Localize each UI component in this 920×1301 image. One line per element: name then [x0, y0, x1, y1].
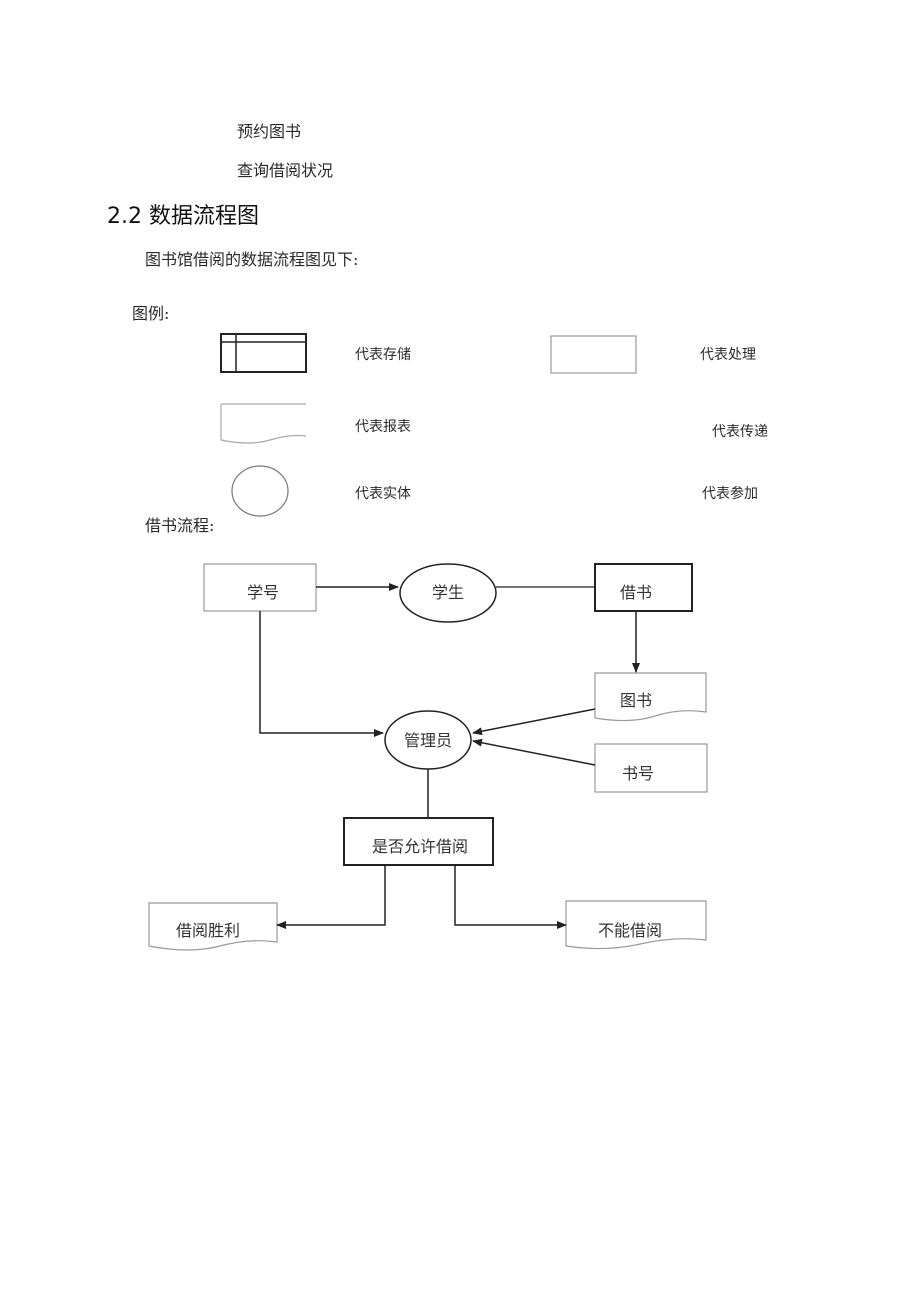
node-decision: [343, 817, 494, 866]
legend-label-entity: 代表实体: [355, 486, 411, 502]
node-book: [594, 672, 707, 722]
legend-symbol-report: [220, 403, 307, 444]
legend-symbol-storage: [220, 333, 307, 373]
label-decision: 是否允许借阅: [372, 837, 468, 856]
list-item-reserve: 预约图书: [237, 122, 302, 141]
edge-decision-denied: [454, 865, 567, 929]
edge-studentid-admin: [259, 611, 384, 737]
label-borrow: 借书: [620, 583, 652, 602]
edge-bookno-admin: [472, 738, 596, 766]
label-admin: 管理员: [404, 731, 452, 750]
legend-label-join: 代表参加: [702, 486, 758, 502]
section-heading: 2.2 数据流程图: [107, 204, 259, 229]
legend-label-process: 代表处理: [700, 347, 756, 363]
legend-label-report: 代表报表: [355, 419, 411, 435]
legend-label-transfer: 代表传递: [712, 424, 768, 440]
edge-decision-success: [276, 865, 386, 929]
list-item-query: 查询借阅状况: [237, 161, 334, 180]
label-denied: 不能借阅: [598, 921, 662, 940]
legend-symbol-entity: [231, 465, 289, 517]
legend-symbol-process: [550, 335, 637, 374]
legend-label-storage: 代表存储: [355, 347, 411, 363]
legend-title: 图例:: [132, 304, 170, 323]
label-success: 借阅胜利: [176, 921, 240, 940]
label-book: 图书: [620, 691, 652, 710]
node-success: [148, 902, 278, 951]
node-denied: [565, 900, 707, 950]
flow-title: 借书流程:: [145, 516, 215, 535]
label-student-id: 学号: [247, 583, 279, 602]
node-book-no: [594, 743, 708, 793]
section-intro: 图书馆借阅的数据流程图见下:: [145, 250, 359, 269]
label-student: 学生: [432, 583, 464, 602]
edge-book-admin: [472, 708, 596, 736]
label-book-no: 书号: [622, 764, 654, 783]
node-student: [399, 563, 497, 623]
